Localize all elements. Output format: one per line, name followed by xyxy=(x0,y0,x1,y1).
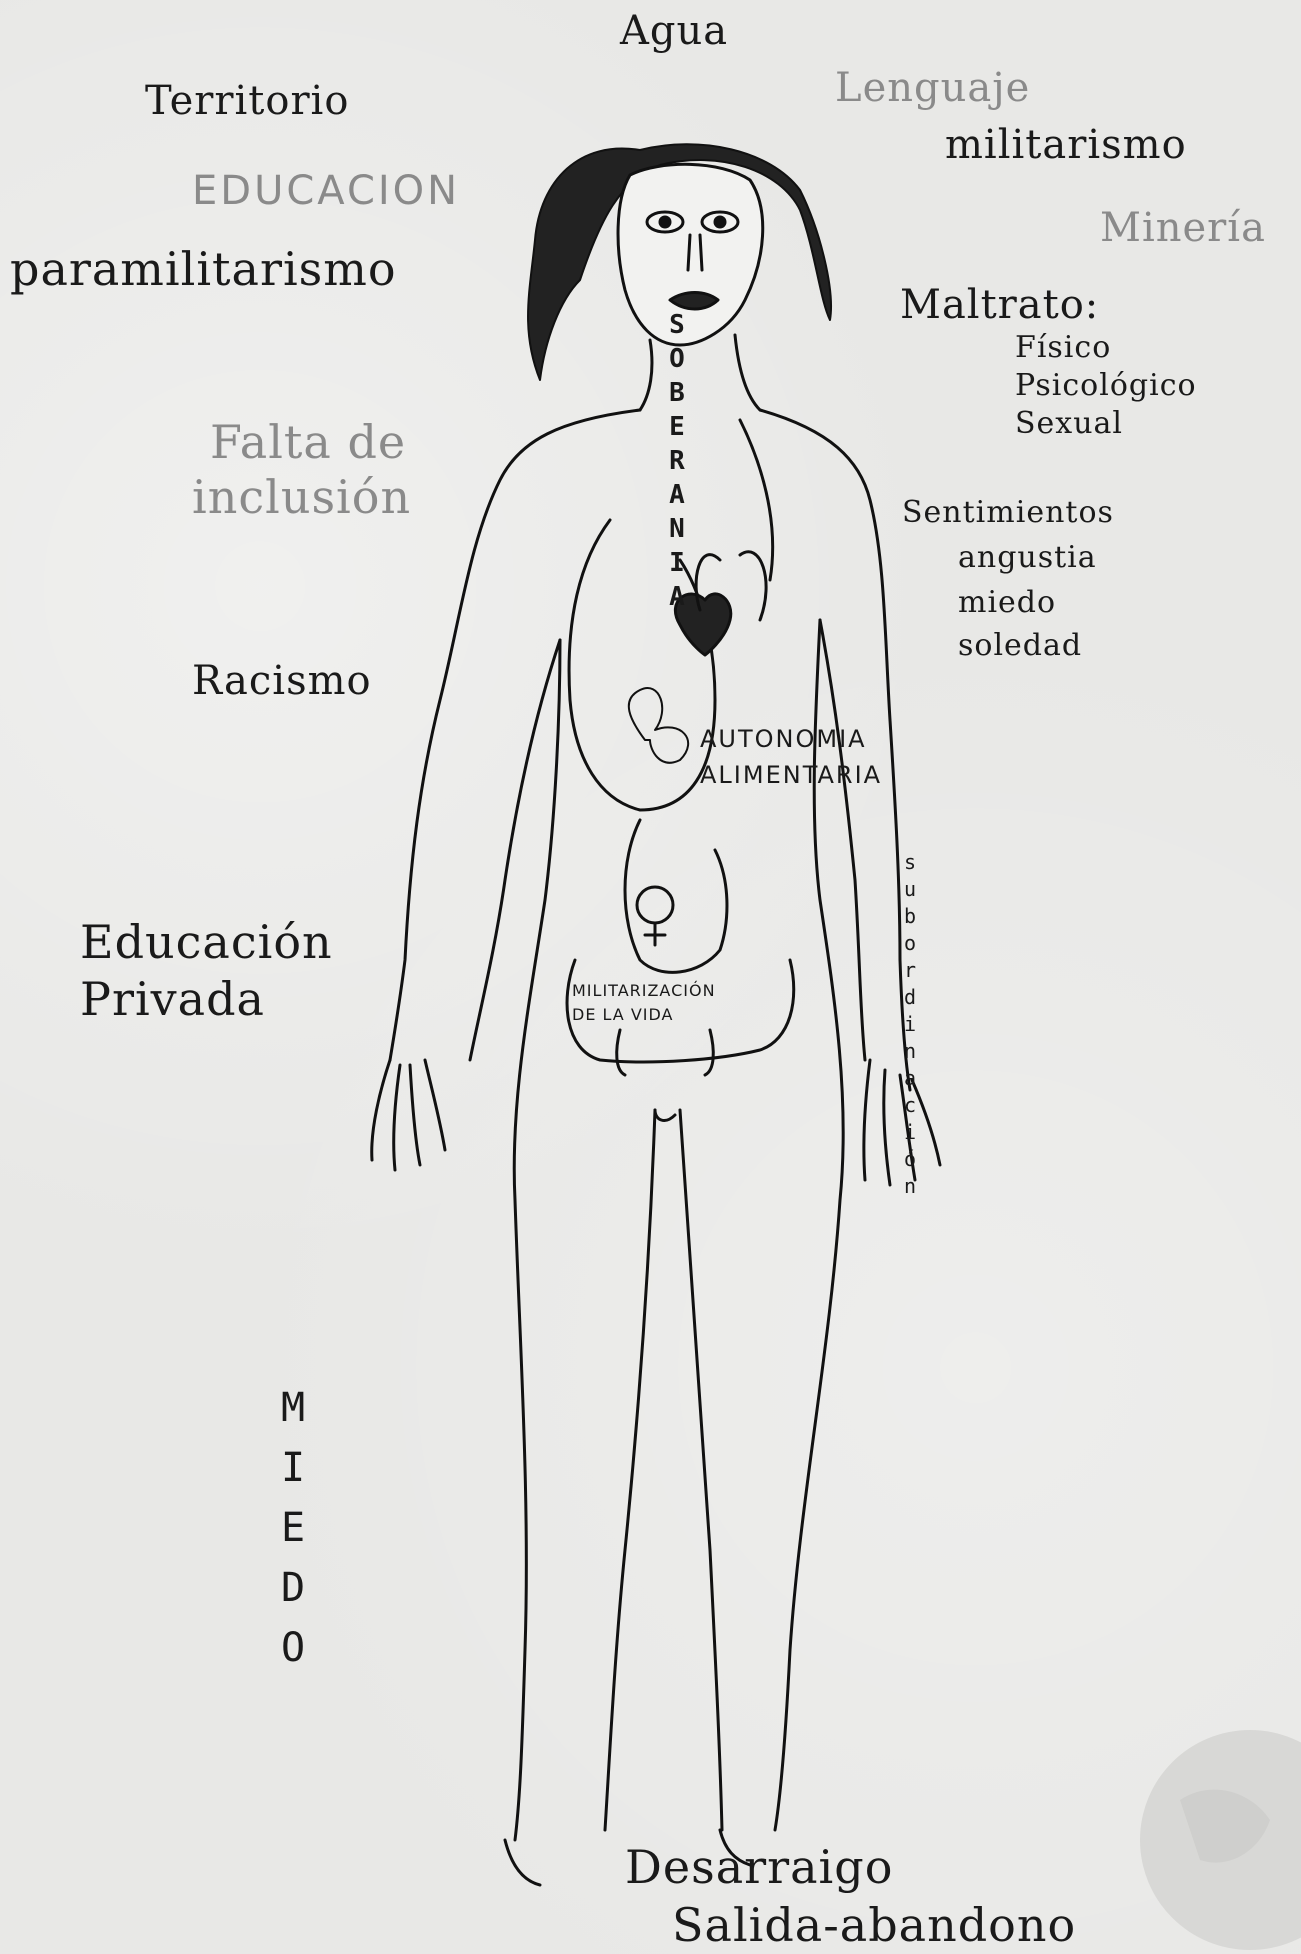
label-paramilitarismo: paramilitarismo xyxy=(10,242,397,296)
label-educacion-privada-1: Educación xyxy=(80,915,333,969)
label-mineria: Minería xyxy=(1100,205,1266,251)
label-militarizacion-2: DE LA VIDA xyxy=(572,1004,673,1026)
label-agua: Agua xyxy=(620,8,728,54)
label-sentimientos: Sentimientos xyxy=(902,495,1114,530)
label-inclusion: inclusión xyxy=(192,470,411,524)
label-miedo: miedo xyxy=(958,585,1056,620)
label-miedo-vertical: MIEDO xyxy=(270,1385,316,1685)
label-maltrato: Maltrato: xyxy=(900,282,1099,328)
label-salida-abandono: Salida-abandono xyxy=(672,1898,1076,1952)
globe-watermark xyxy=(1120,1720,1301,1954)
label-militarismo: militarismo xyxy=(945,122,1187,168)
label-desarraigo: Desarraigo xyxy=(625,1840,893,1894)
label-fisico: Físico xyxy=(1015,330,1111,365)
label-territorio: Territorio xyxy=(145,78,349,124)
label-racismo: Racismo xyxy=(192,658,372,704)
label-militarizacion-1: MILITARIZACIÓN xyxy=(572,980,716,1002)
label-falta-de: Falta de xyxy=(210,415,406,469)
label-soledad: soledad xyxy=(958,628,1082,663)
label-sexual: Sexual xyxy=(1015,406,1123,441)
label-educacion-privada-2: Privada xyxy=(80,972,265,1026)
label-educacion: EDUCACION xyxy=(192,168,460,214)
label-subordinacion: subordinación xyxy=(898,850,922,1201)
label-lenguaje: Lenguaje xyxy=(835,65,1030,111)
label-autonomia-1: AUTONOMIA xyxy=(700,722,867,756)
label-soberania: SOBERANIA xyxy=(662,310,692,616)
label-angustia: angustia xyxy=(958,540,1097,575)
label-autonomia-2: ALIMENTARIA xyxy=(700,758,882,792)
label-psicologico: Psicológico xyxy=(1015,368,1197,403)
